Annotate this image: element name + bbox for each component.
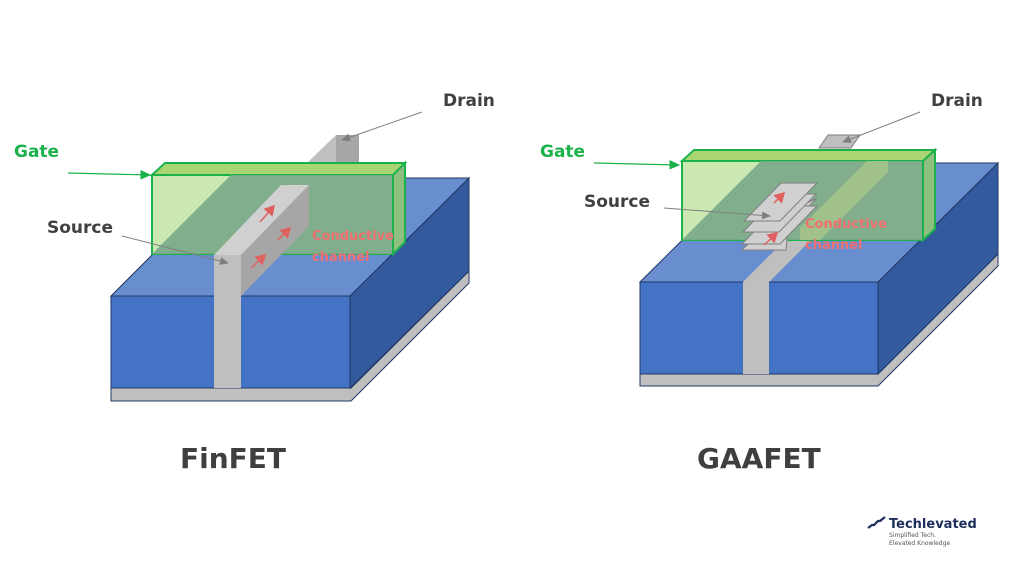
source-pointer	[663, 207, 771, 220]
finfet-title: FinFET	[180, 442, 286, 475]
gaafet-gate-stripe	[800, 161, 888, 240]
finfet-gate-side	[392, 160, 406, 257]
finfet-base-plate	[110, 269, 470, 402]
source-pointer	[121, 235, 229, 265]
gaafet-gate-top	[679, 149, 938, 162]
drain-label: Drain	[443, 91, 495, 111]
brand-tagline-line1: Simplified Tech.	[889, 532, 936, 539]
gate-label: Gate	[14, 142, 59, 162]
channel-arrow	[763, 231, 779, 246]
gate-pointer	[67, 169, 152, 180]
channel-arrow	[250, 253, 267, 269]
gaafet-title: GAAFET	[697, 442, 821, 475]
channel-arrow	[259, 204, 275, 223]
channel-label-line1: Conductive	[312, 229, 394, 244]
finfet-fin-side	[241, 185, 309, 296]
channel-label-line1: Conductive	[805, 217, 887, 232]
finfet-fin-front-stripe	[214, 296, 241, 388]
gaafet-drain-tab	[818, 134, 861, 149]
source-label: Source	[584, 192, 650, 212]
brand-logo: Techlevated Simplified Tech. Elevated Kn…	[867, 516, 977, 547]
channel-arrow	[773, 191, 786, 204]
finfet-drain-fin-side	[336, 135, 359, 165]
stairs-icon	[867, 516, 886, 529]
gaafet-fin-front-stripe	[743, 282, 769, 374]
drain-pointer	[842, 111, 921, 143]
finfet-diagram: Gate Drain Source Conductive channel Fin…	[14, 91, 495, 475]
channel-label-line2: channel	[805, 238, 863, 253]
brand-tagline-line2: Elevated Knowledge	[889, 540, 950, 547]
finfet-gate-top	[149, 162, 408, 176]
channel-label-line2: channel	[312, 250, 370, 265]
gate-pointer	[593, 159, 681, 170]
channel-arrow	[277, 226, 292, 241]
finfet-fin-front	[214, 255, 241, 296]
gaafet-gate-side	[922, 147, 936, 243]
gate-label: Gate	[540, 142, 585, 162]
brand-name: Techlevated	[889, 517, 977, 532]
drain-pointer	[341, 111, 423, 142]
drain-label: Drain	[931, 91, 983, 111]
source-label: Source	[47, 218, 113, 238]
gaafet-diagram: Gate Drain Source Conductive channel GAA…	[540, 91, 1000, 475]
